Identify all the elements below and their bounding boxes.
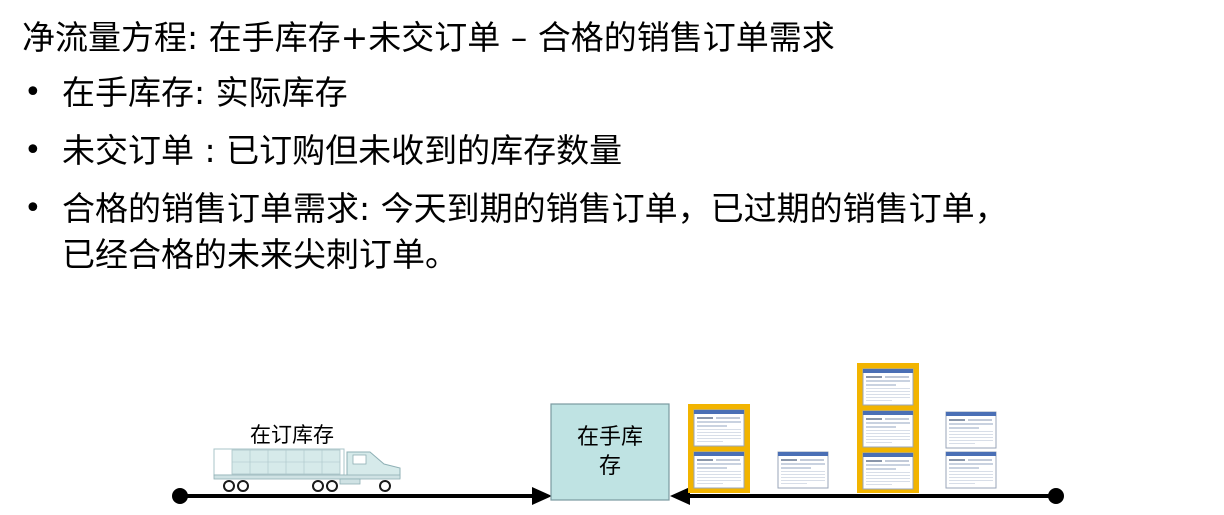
- sales-order-doc-icon: [862, 410, 914, 448]
- bullet-onhand: • 在手库存: 实际库存: [22, 70, 1008, 116]
- bullet-dot-icon: •: [24, 133, 42, 168]
- order-stack-plain-2: [945, 411, 997, 489]
- bullet-open-orders: • 未交订单 : 已订购但未收到的库存数量: [22, 128, 1008, 174]
- order-stack-spike: [857, 363, 919, 493]
- page-title: 净流量方程: 在手库存+未交订单 – 合格的销售订单需求: [22, 18, 835, 57]
- truck-icon: [213, 448, 401, 492]
- bullet-text-line1: 合格的销售订单需求: 今天到期的销售订单，已过期的销售订单，: [62, 189, 1008, 228]
- sales-order-doc-icon: [777, 451, 829, 489]
- onhand-label-line2: 存: [599, 454, 621, 479]
- sales-order-doc-icon: [945, 411, 997, 449]
- bullet-dot-icon: •: [24, 75, 42, 110]
- bullet-qualified-demand: • 合格的销售订单需求: 今天到期的销售订单，已过期的销售订单， 已经合格的未来…: [22, 186, 1008, 278]
- timeline-left: [172, 487, 552, 505]
- bullet-list: • 在手库存: 实际库存 • 未交订单 : 已订购但未收到的库存数量 • 合格的…: [22, 70, 1008, 290]
- bullet-dot-icon: •: [24, 191, 42, 226]
- sales-order-doc-icon: [693, 409, 745, 447]
- onhand-inventory-box: 在手库 存: [550, 403, 670, 501]
- net-flow-diagram: 在订库存 在手库 存: [172, 363, 1064, 505]
- truck-label: 在订库存: [250, 423, 334, 447]
- timeline-right: [670, 487, 1064, 505]
- sales-order-doc-icon: [862, 368, 914, 406]
- onhand-label-line1: 在手库: [577, 425, 643, 450]
- bullet-text: 在手库存: 实际库存: [62, 73, 348, 112]
- sales-order-doc-icon: [945, 451, 997, 489]
- bullet-text-line2: 已经合格的未来尖刺订单。: [62, 235, 458, 274]
- order-stack-due-today: [688, 404, 750, 493]
- sales-order-doc-icon: [693, 451, 745, 489]
- bullet-text: 未交订单 : 已订购但未收到的库存数量: [62, 131, 623, 170]
- order-stack-plain-1: [777, 451, 829, 489]
- sales-order-doc-icon: [862, 452, 914, 490]
